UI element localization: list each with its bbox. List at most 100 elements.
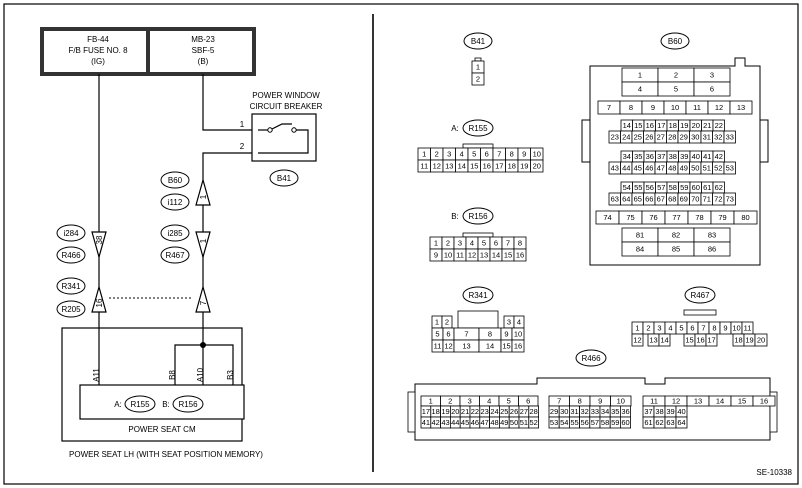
b60-cell (693, 241, 731, 257)
b41-title: B41 (471, 37, 486, 46)
r466-pin-label: 52 (530, 418, 538, 427)
fuse-2-line3: (B) (198, 57, 209, 66)
b60-cell (733, 210, 758, 225)
b60-pin-label: 27 (657, 133, 665, 142)
r466-pin-label: 63 (666, 418, 674, 427)
r466-cell (528, 416, 539, 429)
r466-pin-label: 39 (666, 407, 674, 416)
badge-r467 (160, 246, 190, 264)
r466-pin-label: 4 (487, 397, 491, 406)
r467-pin-label: 15 (685, 336, 693, 345)
r467-pin-label: 7 (701, 324, 705, 333)
r155-title: R155 (468, 124, 488, 133)
r466-pin-label: 19 (441, 407, 449, 416)
r467-pin-label: 17 (707, 336, 715, 345)
r466-pin-label: 42 (432, 418, 440, 427)
r466-pin-label: 17 (422, 407, 430, 416)
r156-pin-label: 7 (506, 239, 510, 248)
r466-pin-label: 53 (550, 418, 558, 427)
badge-r205-label: R205 (61, 305, 81, 314)
r466-pin-label: 1 (429, 397, 433, 406)
r341-latch (457, 310, 499, 329)
b60-pin-label: 18 (669, 121, 677, 130)
r466-pin-label: 24 (490, 407, 498, 416)
r341-pin-label: 7 (464, 330, 468, 339)
r156-pin-label: 4 (470, 239, 474, 248)
r341-pin-label: 16 (514, 342, 522, 351)
breaker-connector-id: B41 (277, 174, 292, 183)
r466-pin-label: 11 (650, 397, 658, 406)
r155-pin-label: 14 (458, 162, 466, 171)
b41-cell (471, 72, 485, 86)
b60-pin-label: 17 (657, 121, 665, 130)
r156-pin-label: 5 (482, 239, 486, 248)
r467-pin-label: 6 (690, 324, 694, 333)
b60-pin-label: 41 (703, 152, 711, 161)
module-pin-b3: B3 (226, 370, 235, 380)
r467-pin-label: 13 (649, 336, 657, 345)
r156-prefix: B: (451, 212, 459, 221)
r155-pin-label: 17 (495, 162, 503, 171)
r466-pin-label: 22 (471, 407, 479, 416)
b60-pin-label: 78 (695, 213, 703, 222)
b60-pin-label: 70 (691, 195, 699, 204)
r341-pin-label: 14 (486, 342, 494, 351)
r466-pin-label: 60 (621, 418, 629, 427)
fuse-2-line1: MB-23 (191, 35, 215, 44)
power-seat-module: A11 A10 B8 B3 A: R155 B: R156 POWER SEAT… (61, 327, 245, 442)
b60-pin-label: 44 (622, 164, 630, 173)
r341-pin-label: 12 (444, 342, 452, 351)
r467-pin-label: 19 (745, 336, 753, 345)
r466-pin-label: 62 (655, 418, 663, 427)
r467-pin-label: 18 (734, 336, 742, 345)
r466-pin-label: 26 (510, 407, 518, 416)
r155-pin-label: 10 (533, 150, 541, 159)
r466-pin-label: 50 (510, 418, 518, 427)
r155-pin-label: 20 (533, 162, 541, 171)
r466-pin-label: 41 (422, 418, 430, 427)
b60-pin-label: 59 (680, 183, 688, 192)
r466-pin-label: 16 (760, 397, 768, 406)
r155-pin-label: 5 (472, 150, 476, 159)
r467-pin-label: 11 (744, 324, 752, 333)
connector-r467-pin: 7 (199, 300, 208, 305)
b60-pin-label: 30 (691, 133, 699, 142)
r467-pin-label: 5 (679, 324, 683, 333)
b60-pin-label: 37 (657, 152, 665, 161)
r467-pin-label: 12 (633, 336, 641, 345)
r466-pin-label: 44 (451, 418, 459, 427)
r155-pin-label: 8 (510, 150, 514, 159)
b60-pin-label: 32 (714, 133, 722, 142)
r466-pin-label: 40 (677, 407, 685, 416)
b60-pin-label: 79 (718, 213, 726, 222)
r155-prefix: A: (451, 124, 459, 133)
module-conn-b-prefix: B: (162, 400, 170, 409)
b60-pin-label: 4 (638, 85, 642, 94)
b60-pin-label: 61 (703, 183, 711, 192)
r466-pin-label: 3 (468, 397, 472, 406)
badge-r341-label: R341 (61, 282, 81, 291)
connector-i285-pin: 1 (199, 238, 208, 243)
r341-cell (511, 339, 525, 353)
diagram-caption: POWER SEAT LH (WITH SEAT POSITION MEMORY… (69, 450, 263, 459)
b60-pin-label: 9 (651, 103, 655, 112)
b60-title: B60 (668, 37, 683, 46)
connector-r341-arrow (91, 284, 107, 313)
r341-pin-label: 4 (517, 318, 521, 327)
r466-pin-label: 25 (500, 407, 508, 416)
r341-pin-label: 5 (435, 330, 439, 339)
r341-pin-label: 13 (462, 342, 470, 351)
b60-pin-label: 26 (645, 133, 653, 142)
r467-pin-label: 9 (723, 324, 727, 333)
r155-pin-label: 11 (420, 162, 428, 171)
r156-cell (513, 248, 527, 262)
splice-dot (200, 342, 206, 348)
r466-pin-label: 12 (672, 397, 680, 406)
connector-i284-pin: 38 (95, 235, 104, 244)
r341-pin-label: 1 (435, 318, 439, 327)
module-conn-a-prefix: A: (114, 400, 122, 409)
b60-pin-label: 66 (645, 195, 653, 204)
r466-pin-label: 61 (644, 418, 652, 427)
